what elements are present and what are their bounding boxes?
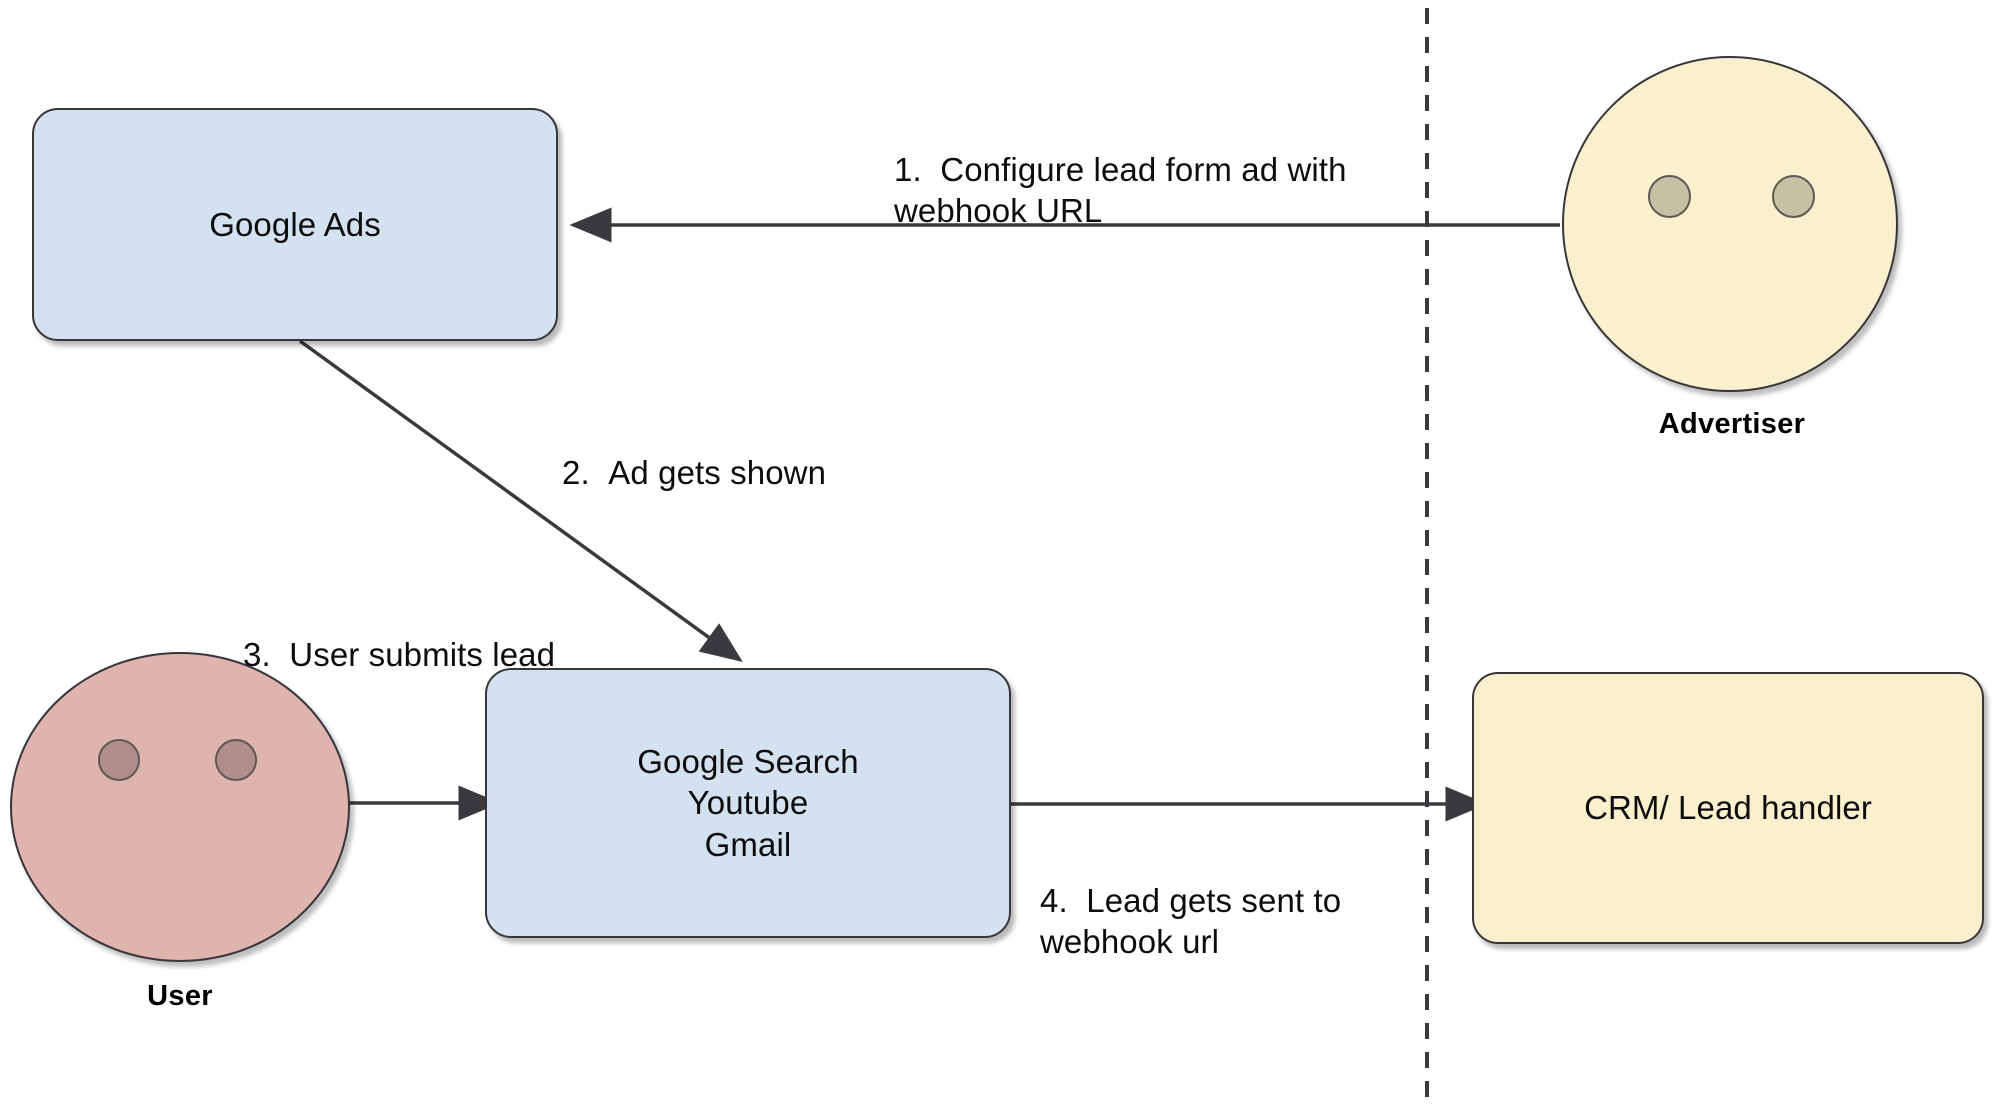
node-google-ads-label: Google Ads	[209, 205, 381, 243]
actor-advertiser[interactable]: Advertiser	[1562, 56, 1902, 446]
step-4-number: 4.	[1040, 881, 1068, 919]
advertiser-left-eye-icon	[1648, 175, 1691, 218]
advertiser-face-icon	[1562, 56, 1898, 392]
actor-user-label: User	[147, 980, 213, 1012]
step-2-number: 2.	[562, 453, 590, 491]
step-1-text: Configure lead form ad with webhook URL	[894, 150, 1347, 230]
step-3-text: User submits lead	[289, 635, 556, 673]
actor-user[interactable]: User	[10, 652, 350, 1052]
node-google-properties-label: Google Search Youtube Gmail	[637, 742, 859, 863]
node-google-properties[interactable]: Google Search Youtube Gmail	[485, 668, 1011, 938]
step-3-number: 3.	[243, 635, 271, 673]
actor-advertiser-label: Advertiser	[1658, 408, 1806, 440]
step-1-caption: 1. Configure lead form ad with webhook U…	[894, 107, 1364, 232]
step-4-text: Lead gets sent to webhook url	[1040, 881, 1342, 961]
step-4-caption: 4. Lead gets sent to webhook url	[1040, 838, 1440, 963]
node-crm[interactable]: CRM/ Lead handler	[1472, 672, 1984, 944]
user-face-icon	[10, 652, 350, 962]
step-2-text: Ad gets shown	[608, 453, 827, 491]
advertiser-right-eye-icon	[1772, 175, 1815, 218]
user-right-eye-icon	[215, 739, 257, 781]
user-left-eye-icon	[98, 739, 140, 781]
step-3-caption: 3. User submits lead	[243, 592, 603, 675]
node-crm-label: CRM/ Lead handler	[1584, 789, 1872, 827]
step-1-number: 1.	[894, 150, 922, 188]
step-2-caption: 2. Ad gets shown	[562, 410, 922, 493]
node-google-ads[interactable]: Google Ads	[32, 108, 558, 341]
